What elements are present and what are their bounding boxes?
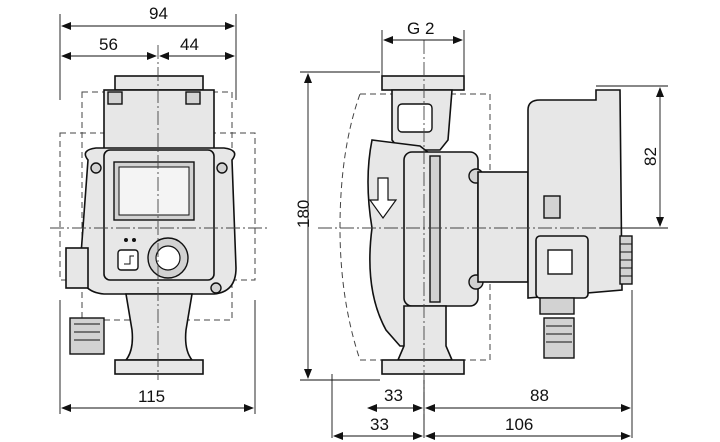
- front-top-flange: [114, 75, 204, 91]
- screw-icon: [90, 162, 102, 174]
- side-envelope: [339, 93, 491, 361]
- side-motor-latch: [543, 195, 561, 219]
- front-view: [50, 14, 268, 414]
- side-head-ring: [429, 155, 441, 303]
- dim-side-axis-to-end: 106: [505, 415, 533, 434]
- mode-button-icon: [117, 249, 139, 271]
- dim-side-motor-height: 82: [641, 147, 660, 166]
- dim-side-flange-to-axis-bottom: 33: [370, 415, 389, 434]
- side-motor-neck: [477, 171, 529, 283]
- dim-side-axis-to-motor: 88: [530, 386, 549, 405]
- dim-front-total-width: 94: [149, 4, 168, 23]
- dim-front-right-offset: 44: [180, 35, 199, 54]
- display-screen: [118, 166, 190, 216]
- dim-side-total-height: 180: [294, 200, 313, 228]
- front-clip-right: [185, 91, 201, 105]
- screw-icon: [210, 282, 222, 294]
- front-cable-gland: [69, 317, 105, 355]
- side-top-flange: [381, 75, 465, 91]
- front-bottom-flange: [114, 359, 204, 375]
- side-view: [300, 30, 668, 440]
- front-envelope-wide: [59, 132, 256, 281]
- dim-front-base-width: 115: [138, 387, 165, 406]
- screw-icon: [216, 162, 228, 174]
- side-lower-pipe: [396, 305, 454, 361]
- dim-front-left-offset: 56: [99, 35, 118, 54]
- dim-connection-thread: G 2: [407, 19, 434, 38]
- front-lower-pipe: [124, 293, 194, 361]
- front-clip-left: [107, 91, 123, 105]
- side-bottom-flange: [381, 359, 465, 375]
- dim-side-flange-to-axis-top: 33: [384, 386, 403, 405]
- side-pump-head: [403, 151, 479, 307]
- side-cable-gland: [543, 317, 575, 359]
- front-cable-connector: [65, 247, 89, 289]
- flow-direction-arrow-icon: [368, 177, 398, 220]
